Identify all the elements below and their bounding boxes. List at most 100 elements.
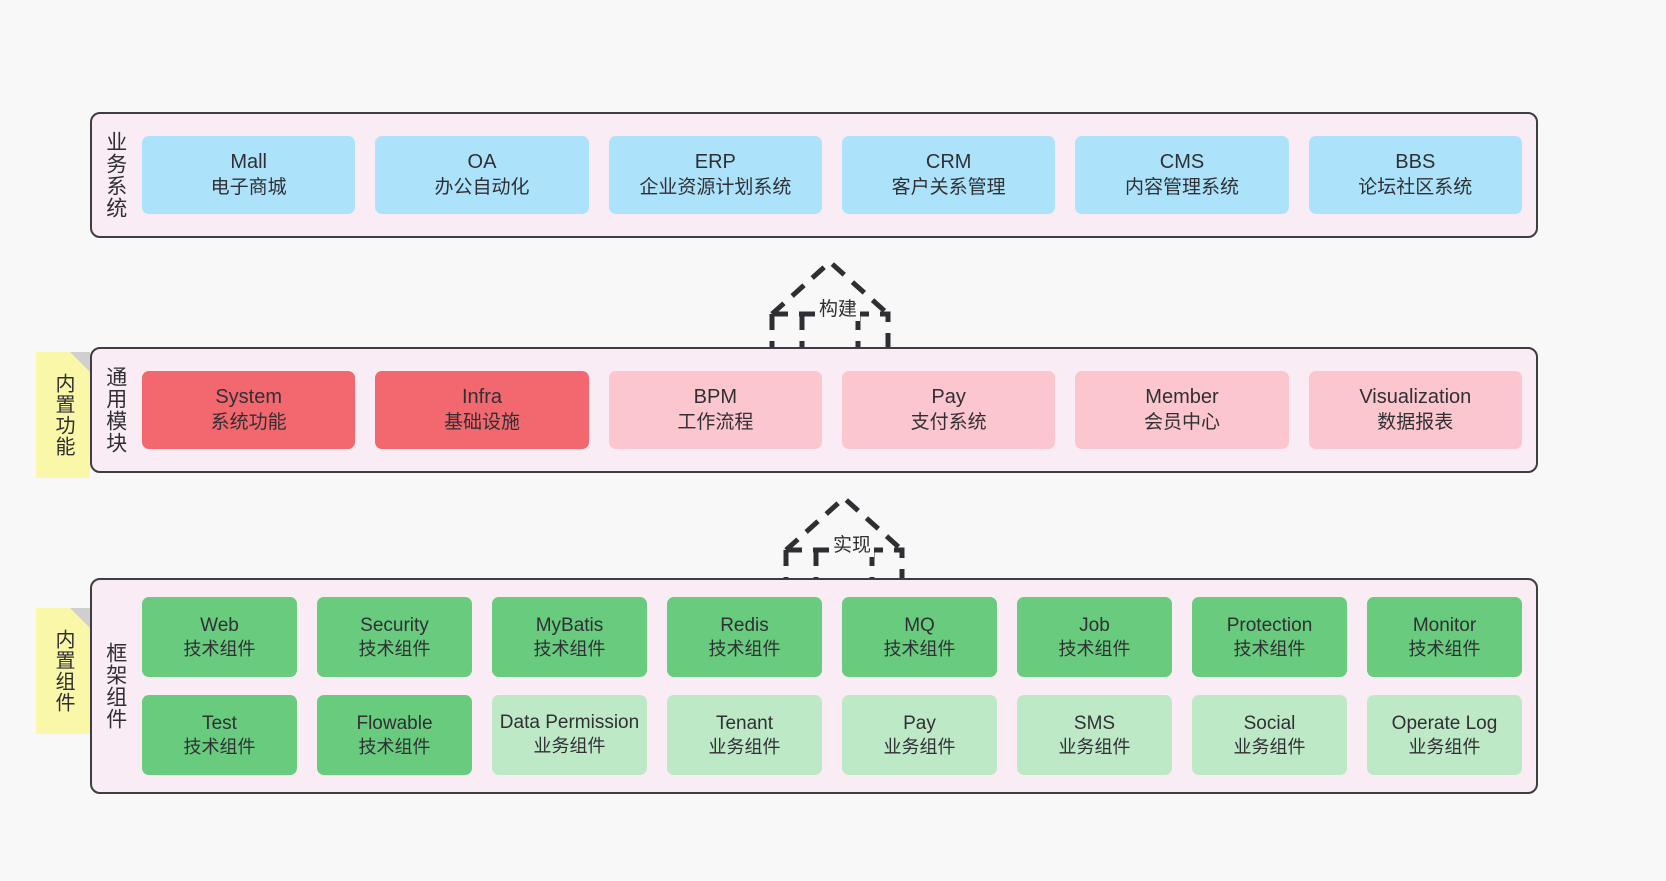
card-subtitle: 技术组件 (533, 638, 606, 659)
layer-business-system[interactable]: 业务系统 Mall 电子商城 OA 办公自动化 ERP 企业资源计划系统 CRM… (90, 112, 1538, 238)
card-job[interactable]: Job 技术组件 (1017, 597, 1172, 677)
card-title: Security (360, 614, 429, 636)
card-subtitle: 技术组件 (183, 638, 256, 659)
card-bpm[interactable]: BPM 工作流程 (608, 371, 822, 449)
card-visualization[interactable]: Visualization 数据报表 (1308, 371, 1522, 449)
card-mall[interactable]: Mall 电子商城 (142, 136, 356, 214)
card-subtitle: 业务组件 (533, 735, 606, 756)
card-row: Mall 电子商城 OA 办公自动化 ERP 企业资源计划系统 CRM 客户关系… (142, 136, 1522, 214)
card-title: Operate Log (1391, 712, 1498, 734)
card-subtitle: 办公自动化 (434, 176, 530, 198)
arrow-label-implement: 实现 (830, 530, 875, 557)
card-subtitle: 基础设施 (443, 411, 520, 433)
card-title: CMS (1159, 151, 1205, 174)
card-title: MyBatis (535, 614, 604, 636)
card-erp[interactable]: ERP 企业资源计划系统 (608, 136, 822, 214)
card-subtitle: 技术组件 (708, 638, 781, 659)
layer-title-common-module: 通用模块 (103, 366, 127, 454)
card-title: Infra (461, 386, 502, 409)
layer-body-business-system: Mall 电子商城 OA 办公自动化 ERP 企业资源计划系统 CRM 客户关系… (138, 114, 1536, 236)
card-redis[interactable]: Redis 技术组件 (667, 597, 822, 677)
card-subtitle: 内容管理系统 (1124, 176, 1239, 198)
card-infra[interactable]: Infra 基础设施 (375, 371, 589, 449)
card-subtitle: 会员中心 (1143, 411, 1220, 433)
card-flowable[interactable]: Flowable 技术组件 (317, 695, 472, 775)
note-label: 内置功能 (52, 373, 74, 457)
card-row: Test 技术组件 Flowable 技术组件 Data Permission … (142, 695, 1522, 775)
card-title: BPM (693, 386, 737, 409)
note-builtin-component[interactable]: 内置组件 (36, 608, 90, 734)
card-cms[interactable]: CMS 内容管理系统 (1075, 136, 1289, 214)
card-subtitle: 技术组件 (358, 736, 431, 757)
card-subtitle: 工作流程 (677, 411, 754, 433)
card-title: SMS (1073, 712, 1116, 734)
card-subtitle: 技术组件 (1233, 638, 1306, 659)
card-title: BBS (1395, 151, 1436, 174)
card-pay-component[interactable]: Pay 业务组件 (842, 695, 997, 775)
card-title: OA (467, 151, 497, 174)
card-bbs[interactable]: BBS 论坛社区系统 (1308, 136, 1522, 214)
card-web[interactable]: Web 技术组件 (142, 597, 297, 677)
card-title: Member (1145, 386, 1219, 409)
layer-body-framework-component: Web 技术组件 Security 技术组件 MyBatis 技术组件 Redi… (138, 580, 1536, 792)
card-oa[interactable]: OA 办公自动化 (375, 136, 589, 214)
card-subtitle: 数据报表 (1377, 411, 1454, 433)
card-title: Job (1079, 614, 1110, 636)
card-title: Test (202, 712, 237, 734)
card-title: Monitor (1412, 614, 1477, 636)
card-title: Redis (720, 614, 769, 636)
card-security[interactable]: Security 技术组件 (317, 597, 472, 677)
card-social[interactable]: Social 业务组件 (1192, 695, 1347, 775)
card-title: Protection (1226, 614, 1313, 636)
card-member[interactable]: Member 会员中心 (1075, 371, 1289, 449)
card-mq[interactable]: MQ 技术组件 (842, 597, 997, 677)
card-subtitle: 业务组件 (883, 736, 956, 757)
card-tenant[interactable]: Tenant 业务组件 (667, 695, 822, 775)
card-subtitle: 业务组件 (1408, 736, 1481, 757)
card-title: CRM (925, 151, 972, 174)
card-monitor[interactable]: Monitor 技术组件 (1367, 597, 1522, 677)
note-builtin-function[interactable]: 内置功能 (36, 352, 90, 478)
card-row: System 系统功能 Infra 基础设施 BPM 工作流程 Pay 支付系统… (142, 371, 1522, 449)
card-data-permission[interactable]: Data Permission 业务组件 (492, 695, 647, 775)
arrow-build: 构建 (758, 256, 918, 350)
card-subtitle: 支付系统 (910, 411, 987, 433)
card-mybatis[interactable]: MyBatis 技术组件 (492, 597, 647, 677)
card-title: ERP (694, 151, 736, 174)
card-subtitle: 电子商城 (210, 176, 287, 198)
card-subtitle: 技术组件 (1408, 638, 1481, 659)
card-operate-log[interactable]: Operate Log 业务组件 (1367, 695, 1522, 775)
card-sms[interactable]: SMS 业务组件 (1017, 695, 1172, 775)
card-title: Data Permission (499, 712, 640, 734)
card-title: MQ (904, 614, 935, 636)
card-subtitle: 技术组件 (183, 736, 256, 757)
card-title: Tenant (715, 712, 774, 734)
layer-body-common-module: System 系统功能 Infra 基础设施 BPM 工作流程 Pay 支付系统… (138, 349, 1536, 471)
card-subtitle: 业务组件 (708, 736, 781, 757)
card-subtitle: 论坛社区系统 (1358, 176, 1473, 198)
card-title: Pay (903, 712, 936, 734)
card-title: Web (200, 614, 239, 636)
card-protection[interactable]: Protection 技术组件 (1192, 597, 1347, 677)
card-subtitle: 技术组件 (1058, 638, 1131, 659)
card-crm[interactable]: CRM 客户关系管理 (841, 136, 1056, 214)
card-title: Mall (230, 151, 267, 174)
card-title: Flowable (356, 712, 433, 734)
layer-common-module[interactable]: 通用模块 System 系统功能 Infra 基础设施 BPM 工作流程 Pay… (90, 347, 1538, 473)
layer-title-business-system: 业务系统 (103, 131, 127, 219)
card-pay-module[interactable]: Pay 支付系统 (841, 371, 1056, 449)
arrow-label-build: 构建 (816, 294, 861, 321)
card-title: System (215, 386, 282, 409)
card-row: Web 技术组件 Security 技术组件 MyBatis 技术组件 Redi… (142, 597, 1522, 677)
card-test[interactable]: Test 技术组件 (142, 695, 297, 775)
card-title: Social (1243, 712, 1296, 734)
card-subtitle: 技术组件 (883, 638, 956, 659)
card-subtitle: 系统功能 (210, 411, 287, 433)
card-system[interactable]: System 系统功能 (142, 371, 356, 449)
card-subtitle: 企业资源计划系统 (639, 176, 792, 198)
layer-framework-component[interactable]: 框架组件 Web 技术组件 Security 技术组件 MyBatis 技术组件… (90, 578, 1538, 794)
arrow-implement: 实现 (772, 492, 932, 586)
card-subtitle: 业务组件 (1233, 736, 1306, 757)
note-label: 内置组件 (52, 629, 74, 713)
